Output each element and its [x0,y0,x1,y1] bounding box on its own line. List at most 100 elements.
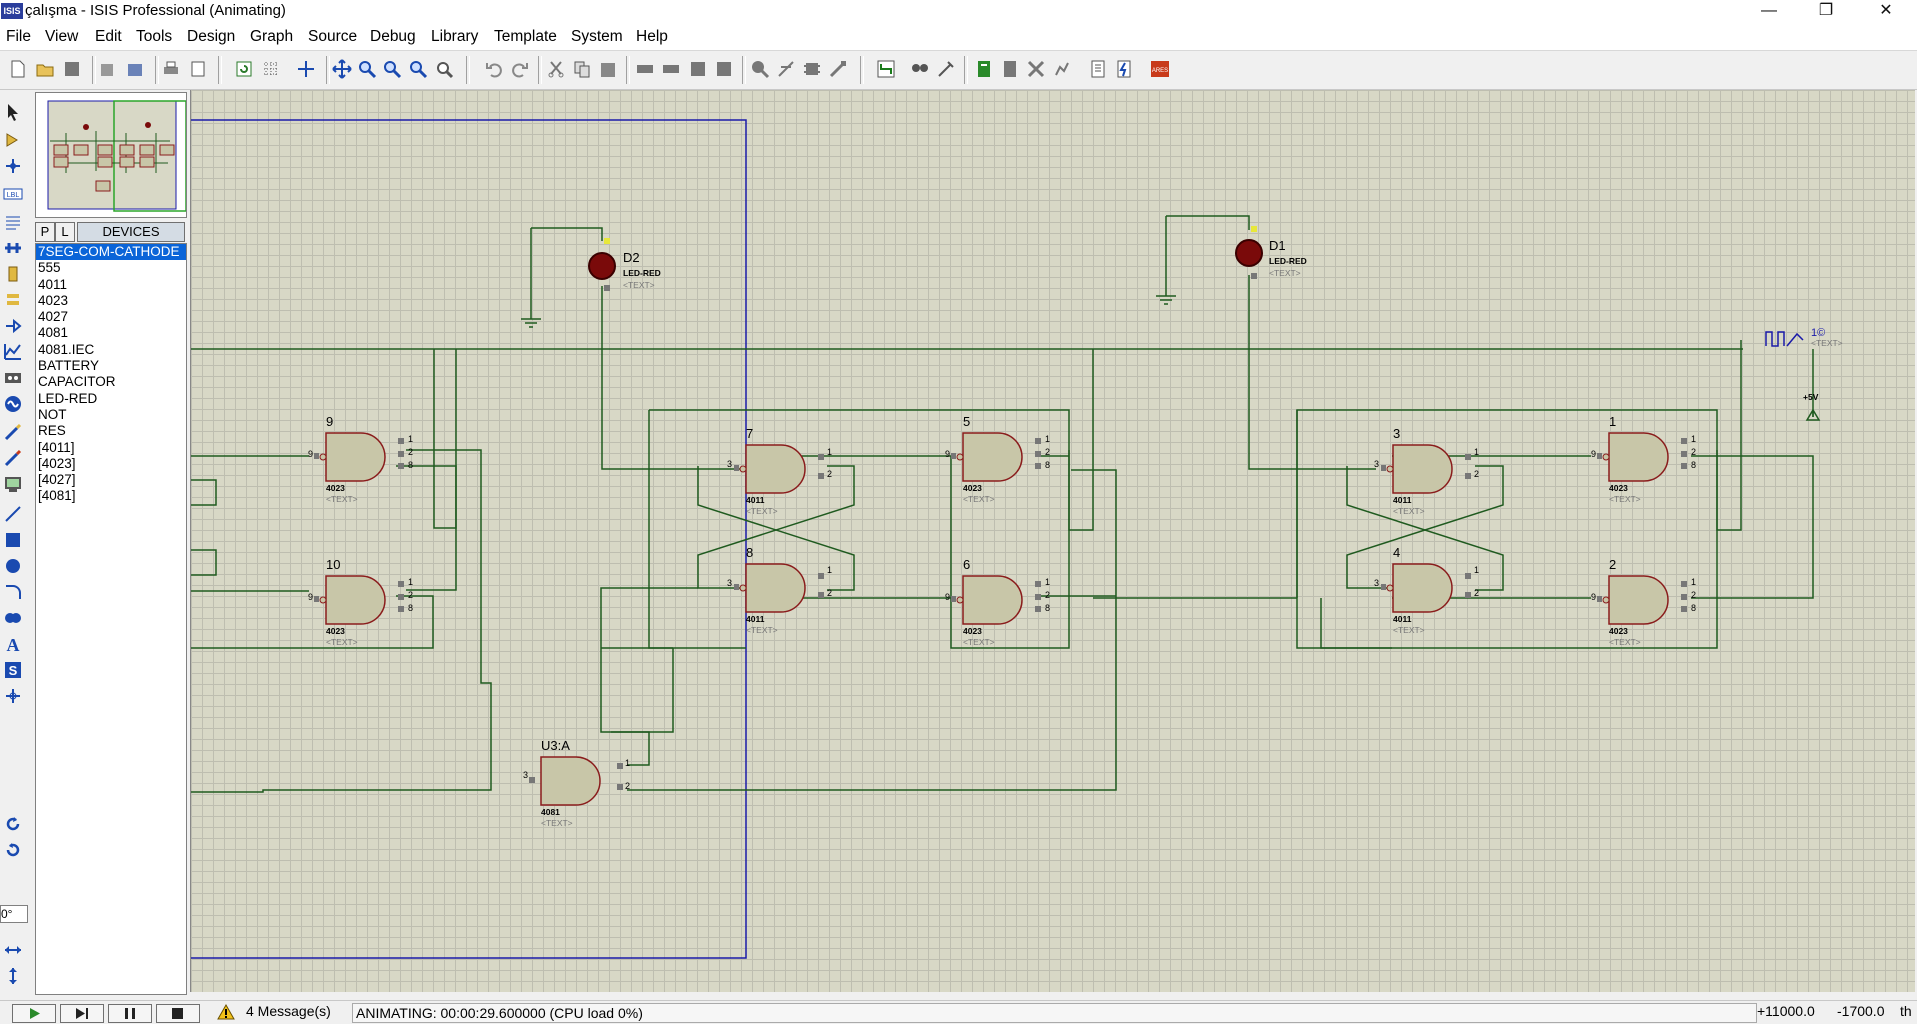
menu-graph[interactable]: Graph [250,28,294,45]
device-item[interactable]: LED-RED [38,390,98,406]
remove-sheet-icon[interactable] [1000,59,1020,79]
virtual-instruments-icon[interactable] [3,474,23,494]
junction-dot-icon[interactable] [3,156,23,176]
menu-template[interactable]: Template [494,28,557,45]
copy-icon[interactable] [572,59,592,79]
warning-icon[interactable] [217,1004,235,1020]
search-tag-icon[interactable] [910,59,930,79]
menu-debug[interactable]: Debug [370,28,416,45]
gate-3[interactable]: 3 4011 <TEXT> [1380,426,1472,516]
device-item[interactable]: [4011] [38,439,75,455]
zoom-all-icon[interactable] [408,59,428,79]
overview-window[interactable] [35,92,187,218]
device-item[interactable]: CAPACITOR [38,374,116,390]
device-item[interactable]: [4023] [38,455,76,471]
symbol-tool-icon[interactable]: S [3,660,23,680]
box-tool-icon[interactable] [3,530,23,550]
device-item[interactable]: 555 [38,260,61,276]
schematic-canvas[interactable]: D2 LED-RED <TEXT> D1 LED-RED <TEXT> 1© <… [190,90,1915,992]
device-item[interactable]: 4023 [38,292,69,308]
tape-recorder-icon[interactable] [3,368,23,388]
graph-mode-icon[interactable] [3,342,23,362]
rotation-field[interactable]: 0° [0,905,28,923]
zoom-to-child-icon[interactable] [1052,59,1072,79]
device-item[interactable]: NOT [38,406,67,422]
exit-to-parent-icon[interactable] [1026,59,1046,79]
menu-help[interactable]: Help [636,28,668,45]
block-copy-icon[interactable] [635,59,655,79]
menu-source[interactable]: Source [308,28,358,45]
paste-icon[interactable] [598,59,618,79]
device-item[interactable]: [4081] [38,488,76,504]
gate-10[interactable]: 10 4023 <TEXT> [313,557,405,647]
packaging-tool-icon[interactable] [802,59,822,79]
text-tool-icon[interactable]: A [3,634,23,654]
step-button[interactable] [60,1004,104,1023]
rotate-clockwise-icon[interactable] [3,814,23,834]
device-item[interactable]: 4011 [38,276,68,292]
pan-icon[interactable] [332,59,352,79]
block-move-icon[interactable] [661,59,681,79]
make-device-icon[interactable] [776,59,796,79]
pause-button[interactable] [108,1004,152,1023]
open-folder-icon[interactable] [35,59,55,79]
bill-of-materials-icon[interactable] [1088,59,1108,79]
current-probe-icon[interactable] [3,448,23,468]
path-tool-icon[interactable] [3,608,23,628]
new-sheet-icon[interactable] [974,59,994,79]
device-item[interactable]: RES [38,423,66,439]
library-manager-button[interactable]: L [55,222,75,242]
print-area-icon[interactable] [188,59,208,79]
cut-icon[interactable] [546,59,566,79]
zoom-in-icon[interactable] [357,59,377,79]
marker-tool-icon[interactable] [3,686,23,706]
menu-library[interactable]: Library [431,28,479,45]
voltage-probe-icon[interactable] [3,422,23,442]
messages-count[interactable]: 4 Message(s) [246,1003,331,1019]
grid-toggle-icon[interactable] [261,59,281,79]
led-d1[interactable]: D1 LED-RED <TEXT> [1235,226,1307,279]
mirror-y-icon[interactable] [3,966,23,986]
power-terminal[interactable]: +5V [1803,392,1821,421]
device-item[interactable]: [4027] [38,472,76,488]
refresh-icon[interactable] [234,59,254,79]
generator-mode-icon[interactable] [3,394,23,414]
ares-netlist-icon[interactable]: ARES [1150,59,1170,79]
decompose-icon[interactable] [828,59,848,79]
gate-4[interactable]: 4 4011 <TEXT> [1380,545,1472,635]
device-pins-icon[interactable] [3,316,23,336]
device-item[interactable]: BATTERY [38,358,100,374]
zoom-out-icon[interactable] [382,59,402,79]
save-icon[interactable] [62,59,82,79]
component-mode-icon[interactable] [3,130,23,150]
menu-view[interactable]: View [45,28,79,45]
device-item[interactable]: 4081.IEC [38,341,95,357]
selection-mode-icon[interactable] [3,102,23,122]
device-item[interactable]: 4027 [38,309,69,325]
mirror-x-icon[interactable] [3,940,23,960]
gate-8[interactable]: 8 4011 <TEXT> [733,545,825,635]
menu-design[interactable]: Design [187,28,236,45]
block-rotate-icon[interactable] [688,59,708,79]
rotate-anticlockwise-icon[interactable] [3,840,23,860]
block-delete-icon[interactable] [714,59,734,79]
clock-generator[interactable]: 1© <TEXT> [1765,327,1843,348]
menu-edit[interactable]: Edit [95,28,122,45]
device-item[interactable]: 4081 [38,325,69,341]
pick-devices-button[interactable]: P [35,222,55,242]
bus-icon[interactable] [3,238,23,258]
gate-9[interactable]: 9 4023 <TEXT> [313,414,405,504]
maximize-button[interactable]: ❐ [1818,2,1834,19]
device-item[interactable]: 7SEG-COM-CATHODE [36,244,186,261]
circle-tool-icon[interactable] [3,556,23,576]
close-button[interactable]: ✕ [1879,2,1893,19]
minimize-button[interactable]: — [1761,2,1777,19]
electrical-rule-check-icon[interactable] [1114,59,1134,79]
export-icon[interactable] [125,59,145,79]
origin-icon[interactable] [296,59,316,79]
terminals-icon[interactable] [3,290,23,310]
text-script-icon[interactable] [3,212,23,232]
gate-7[interactable]: 7 4011 <TEXT> [733,426,825,516]
menu-system[interactable]: System [571,28,623,45]
redo-icon[interactable] [510,59,530,79]
